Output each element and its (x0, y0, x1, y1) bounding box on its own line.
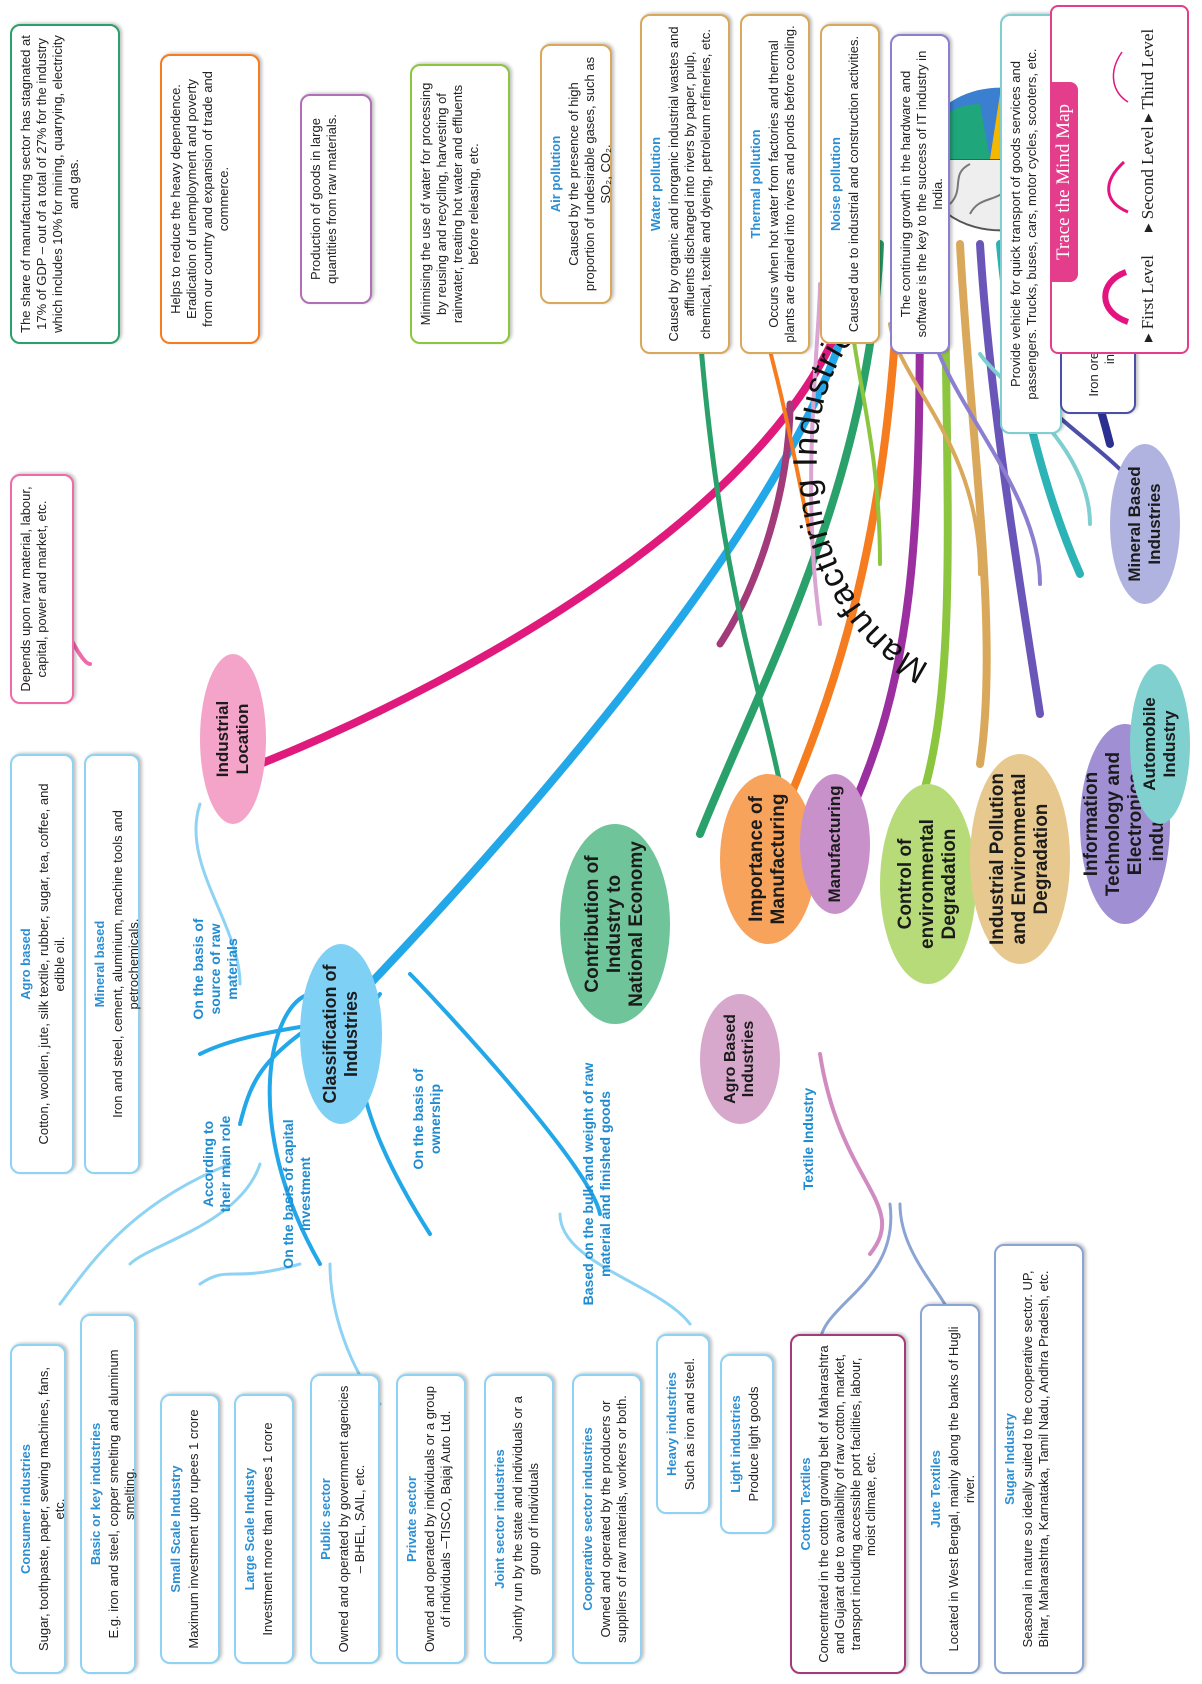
title-arc: Manufacturing Industries (787, 304, 934, 684)
box-location: Depends upon raw material, labour, capit… (10, 474, 74, 704)
node-pollution: Industrial Pollution and Environmental D… (970, 754, 1070, 964)
branch-importance (766, 240, 904, 848)
branch-pollution (956, 240, 991, 768)
node-agro: Agro Based Industries (700, 994, 780, 1124)
label-ownership: On the basis of ownership (410, 1068, 443, 1170)
box-importance: Helps to reduce the heavy dependence. Er… (160, 54, 260, 344)
branch-it (976, 240, 1044, 718)
node-contribution: Contribution of Industry to National Eco… (560, 824, 670, 1024)
branch-manufacturing (826, 240, 924, 858)
node-mineral: Mineral Based Industries (1110, 444, 1180, 604)
legend: Trace the Mind Map ▸ First Level ▸ Secon… (1050, 5, 1189, 354)
box-it: The continuing growth in the hardware an… (890, 34, 950, 354)
box-control: Minimising the use of water for processi… (410, 64, 510, 344)
node-location: Industrial Location (200, 654, 266, 824)
node-automobile: Automobile Industry (1130, 664, 1190, 824)
label-role: According to their main role (200, 1115, 233, 1213)
legend-third: ▸ Third Level (1138, 28, 1157, 122)
legend-swirl-icon (1102, 51, 1130, 325)
label-bulk: Based on the bulk and weight of raw mate… (580, 1062, 613, 1306)
label-source: On the basis of source of raw materials (190, 918, 240, 1020)
node-control: Control of environmental Degradation (880, 784, 976, 984)
node-manufacturing: Manufacturing (800, 774, 870, 914)
page-title: Manufacturing Industries (787, 304, 934, 684)
box-contribution: The share of manufacturing sector has st… (10, 24, 120, 344)
node-classification: Classification of Industries (300, 944, 382, 1124)
label-textile: Textile Industry (800, 1087, 816, 1191)
legend-second: ▸ Second Level (1138, 126, 1157, 232)
box-manufacturing: Production of goods in large quantities … (300, 94, 372, 304)
label-capital: On the basis of capital investment (280, 1119, 313, 1269)
branch-location (256, 240, 864, 768)
legend-first: ▸ First Level (1138, 255, 1157, 342)
legend-title: Trace the Mind Map (1050, 82, 1078, 282)
svg-text:Manufacturing Industries: Manufacturing Industries (787, 304, 934, 684)
